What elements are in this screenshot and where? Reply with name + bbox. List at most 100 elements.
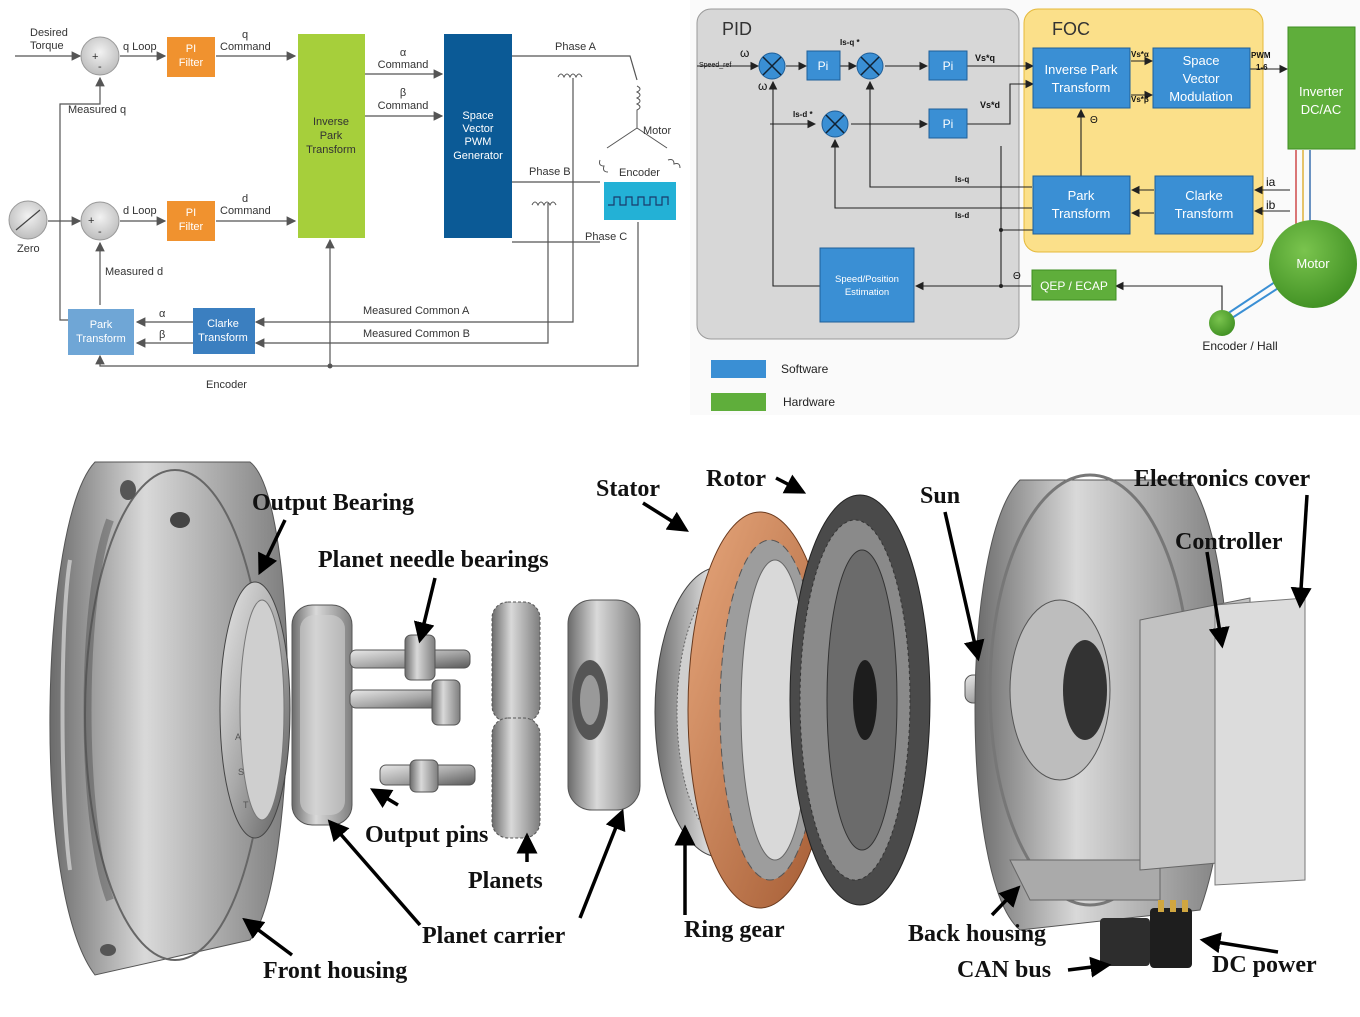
pi-filter-label: PI xyxy=(186,43,196,55)
svm-block xyxy=(1152,47,1251,109)
bearing-mark: S xyxy=(238,767,244,777)
can-bus-label: CAN bus xyxy=(957,957,1051,983)
theta-label: Θ xyxy=(1090,115,1098,126)
alpha-command-label: α xyxy=(400,47,407,59)
park-label: Transform xyxy=(76,333,126,345)
inductor-icon xyxy=(557,73,583,79)
controller-label: Controller xyxy=(1175,529,1283,555)
sun-label: Sun xyxy=(920,483,960,509)
inverter-label: Inverter xyxy=(1299,84,1344,99)
beta-label: β xyxy=(159,329,165,341)
minus-sign: - xyxy=(98,61,102,73)
vs-alpha-label: Vs*α xyxy=(1131,50,1149,59)
dc-power-label: DC power xyxy=(1212,952,1317,978)
legend: Software Hardware xyxy=(711,360,835,411)
stator-label: Stator xyxy=(596,476,660,502)
motor-winding-icon xyxy=(606,85,668,149)
svpwm-generator-block xyxy=(444,34,512,238)
q-loop-label: q Loop xyxy=(123,41,157,53)
park-label: Park xyxy=(1068,188,1095,203)
planet-needle-bearings-label: Planet needle bearings xyxy=(318,547,549,573)
inverse-park-transform-block xyxy=(1032,47,1131,109)
inductor-icon xyxy=(531,201,557,207)
desired-torque-label: Desired xyxy=(30,27,68,39)
pid-region xyxy=(696,8,1020,340)
output-bearing-label: Output Bearing xyxy=(252,490,414,516)
encoder-waveform-icon xyxy=(608,196,669,206)
plus-sign: + xyxy=(92,51,98,63)
vsq-label: Vs*q xyxy=(975,53,995,63)
svpwm-label: PWM xyxy=(465,136,492,148)
planets-part xyxy=(491,601,541,839)
phase-a-label: Phase A xyxy=(555,41,597,53)
rotor-part xyxy=(789,494,931,906)
front-housing-label: Front housing xyxy=(263,958,407,984)
svm-label: Space xyxy=(1183,53,1220,68)
motor-label: Motor xyxy=(1296,256,1330,271)
pi-label: Pi xyxy=(943,117,954,131)
front-housing-part xyxy=(49,461,288,976)
alpha-label: α xyxy=(159,308,166,320)
inverse-park-label: Park xyxy=(320,130,343,142)
phase-c-label: Phase C xyxy=(585,231,627,243)
svpwm-label: Space xyxy=(462,110,493,122)
park-label: Transform xyxy=(1052,206,1111,221)
speed-ref-label: Speed_ref xyxy=(699,62,731,69)
clarke-label: Transform xyxy=(1175,206,1234,221)
svpwm-label: Vector xyxy=(462,123,494,135)
rotor-label: Rotor xyxy=(706,466,766,492)
clarke-label: Clarke xyxy=(1185,188,1223,203)
speed-est-label: Speed/Position xyxy=(835,274,899,285)
measured-d-label: Measured d xyxy=(105,266,163,278)
ia-label: ia xyxy=(1266,175,1276,189)
measured-common-b-label: Measured Common B xyxy=(363,328,470,340)
svm-label: Modulation xyxy=(1169,89,1233,104)
clarke-transform-block xyxy=(193,308,255,354)
bearing-mark: T xyxy=(243,800,249,810)
pi-blocks: Pi Pi Pi xyxy=(806,50,968,139)
omega-feedback-label: ω xyxy=(758,79,767,93)
planet-carrier-front-part xyxy=(291,604,353,826)
d-sum-junction xyxy=(80,201,120,241)
speed-est-label: Estimation xyxy=(845,287,889,298)
phase-b-label: Phase B xyxy=(529,166,571,178)
beta-command-label: β xyxy=(400,87,406,99)
legend-swatch-hardware xyxy=(711,393,766,411)
motor-label: Motor xyxy=(643,125,671,137)
encoder-label: Encoder xyxy=(619,167,660,179)
d-command-label: d xyxy=(242,193,248,205)
back-housing-label: Back housing xyxy=(908,921,1046,947)
clarke-label: Clarke xyxy=(207,318,239,330)
bearing-mark: A xyxy=(235,732,241,742)
inverse-park-label: Transform xyxy=(1052,80,1111,95)
callout-arrows xyxy=(242,474,1312,978)
legend-swatch-software xyxy=(711,360,766,378)
isq-ref-label: Is-q * xyxy=(840,38,860,47)
pwm-label: PWM xyxy=(1251,51,1271,60)
electronics-cover-part xyxy=(1214,597,1306,886)
output-pins-part xyxy=(349,634,476,793)
svm-label: Vector xyxy=(1183,71,1221,86)
park-transform-block xyxy=(1032,175,1131,235)
pi-label: Pi xyxy=(818,59,829,73)
inverse-park-label: Transform xyxy=(306,144,356,156)
beta-command-label: Command xyxy=(378,100,429,112)
park-label: Park xyxy=(90,319,113,331)
q-sum-junction xyxy=(80,36,120,76)
exploded-actuator-view: A S T xyxy=(49,461,1317,984)
encoder-block xyxy=(604,182,676,220)
omega-ref-label: ω xyxy=(740,46,749,60)
vs-beta-label: Vs*β xyxy=(1131,95,1149,104)
pi-filter-label: PI xyxy=(186,207,196,219)
measured-q-label: Measured q xyxy=(68,104,126,116)
qep-ecap-block xyxy=(1031,269,1117,301)
isd-label: Is-d xyxy=(955,211,969,220)
pi-filter-label: Filter xyxy=(179,221,204,233)
isq-label: Is-q xyxy=(955,175,969,184)
encoder-hall-label: Encoder / Hall xyxy=(1202,339,1277,353)
svpwm-label: Generator xyxy=(453,150,503,162)
q-command-label: q xyxy=(242,29,248,41)
inverter-block xyxy=(1287,26,1356,150)
q-command-label: Command xyxy=(220,41,271,53)
pid-title: PID xyxy=(722,19,752,39)
